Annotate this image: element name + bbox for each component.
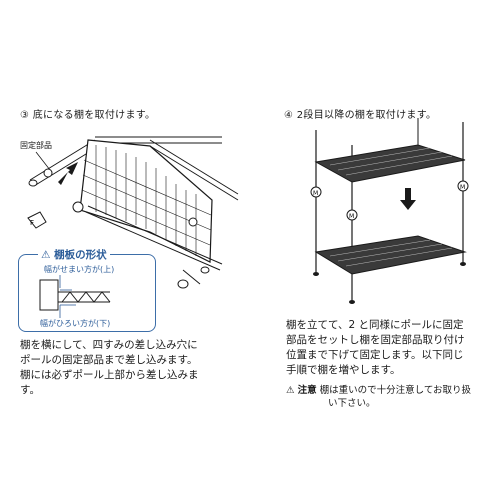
narrow-side-mark: 上: [103, 265, 112, 274]
step-4-line: 部品をセットし棚を固定部品取り付け: [286, 334, 465, 346]
svg-text:M: M: [349, 213, 354, 220]
caution-text: い下さい。: [328, 398, 376, 409]
caution-note: ⚠ 注意 棚は重いので十分注意してお取り扱 い下さい。: [286, 384, 491, 410]
narrow-side-label: 幅がせまい方が(上): [44, 265, 115, 274]
wide-side-mark: 下: [99, 319, 108, 328]
step-3-line: 棚には必ずポール上部から差し込みま: [20, 369, 199, 381]
caution-icon: ⚠: [286, 385, 295, 396]
step-4-line: 棚を立てて、2 と同様にポールに固定: [286, 319, 464, 331]
wide-side-text: 幅がひろい方が: [40, 319, 96, 328]
svg-text:M: M: [460, 184, 465, 191]
caution-label: 注意: [297, 385, 317, 396]
svg-text:F: F: [30, 219, 34, 227]
step-3-line: す。: [20, 384, 40, 396]
caution-text: 棚は重いので十分注意してお取り扱: [319, 385, 472, 396]
shelf-shape-title: 棚板の形状: [54, 249, 107, 261]
step-3-line: 棚を横にして、四すみの差し込み穴に: [20, 339, 198, 351]
step-4-title: ④ 2段目以降の棚を取付けます。: [284, 110, 437, 121]
svg-text:M: M: [313, 190, 318, 197]
fixing-part-label: 固定部品: [20, 141, 52, 150]
shelf-shape-heading: ⚠ 棚板の形状: [38, 247, 110, 262]
step-3-line: ポールの固定部品まで差し込みます。: [20, 354, 198, 366]
narrow-side-text: 幅がせまい方が: [44, 265, 100, 274]
step-4-instructions: 棚を立てて、2 と同様にポールに固定 部品をセットし棚を固定部品取り付け 位置ま…: [286, 318, 491, 378]
step-4-line: 手順で棚を増やします。: [286, 364, 401, 376]
step-3-title: ③ 底になる棚を取付けます。: [20, 110, 156, 121]
wide-side-label: 幅がひろい方が(下): [40, 319, 111, 328]
step-4-line: 位置まで下げて固定します。以下同じ: [286, 349, 464, 361]
step-3-instructions: 棚を横にして、四すみの差し込み穴に ポールの固定部品まで差し込みます。 棚には必…: [20, 338, 250, 398]
warning-triangle-icon: ⚠: [41, 249, 51, 261]
